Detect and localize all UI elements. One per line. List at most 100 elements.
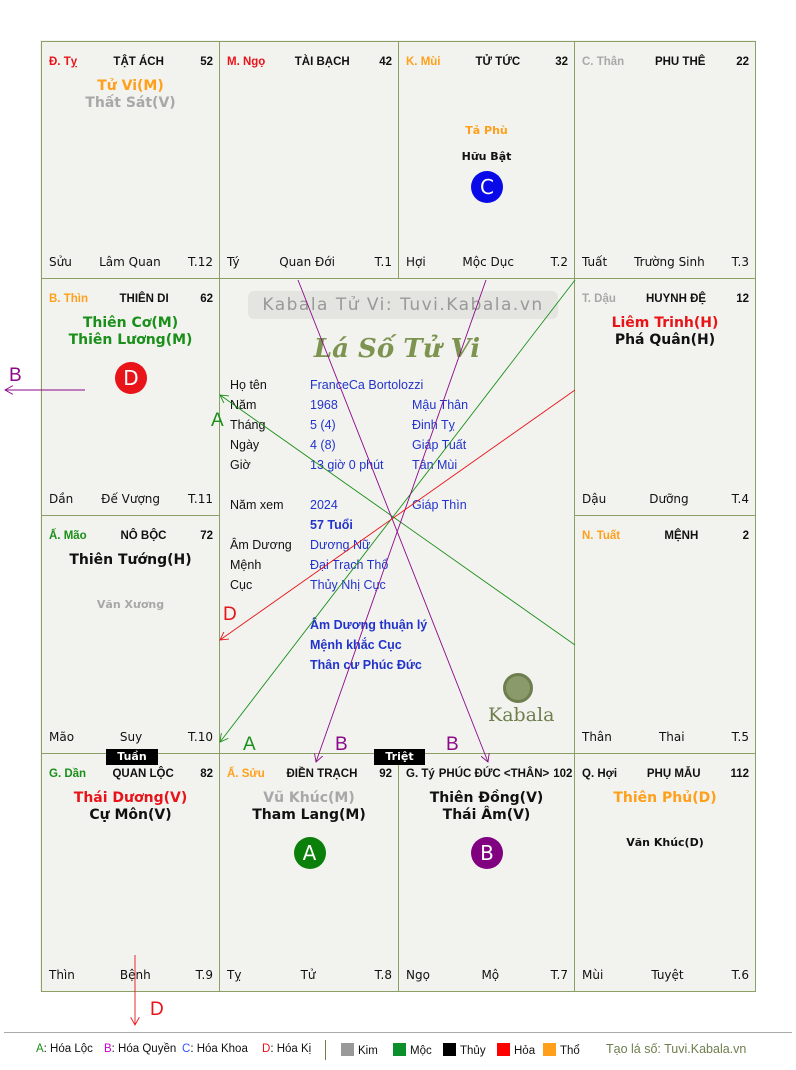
life-phase: Quan Đới (279, 255, 335, 269)
info-extra: Tân Mùi (412, 458, 458, 472)
mutagen-badge-b: B (471, 837, 503, 869)
heavenly-stem: M. Ngọ (227, 56, 266, 68)
palace-name: THIÊN DI (119, 293, 169, 305)
palace-name: PHỤ MẪU (646, 768, 701, 780)
element-swatch-icon (341, 1043, 354, 1056)
arrow-label-b: B (9, 365, 22, 386)
tree-icon (503, 673, 533, 703)
arrow-line-a1 (220, 279, 576, 742)
main-star: Thiên Phủ(D) (613, 790, 717, 806)
palace-age: 112 (730, 768, 749, 780)
legend-element: Hỏa (497, 1043, 535, 1057)
chart-note: Thân cư Phúc Đức (310, 658, 422, 672)
legend-key: C (182, 1043, 191, 1055)
info-label: Cục (230, 578, 253, 592)
palace-name: QUAN LỘC (112, 768, 174, 780)
main-star: Thất Sát(V) (85, 95, 176, 111)
arrow-label-d: D (223, 604, 237, 625)
month-number: T.3 (731, 255, 749, 269)
info-value: Dương Nữ (310, 538, 371, 552)
mutagen-badge-a: A (293, 837, 326, 869)
arrow-line-d1 (220, 389, 576, 640)
month-number: T.10 (188, 730, 213, 744)
month-number: T.11 (188, 492, 213, 506)
earthly-branch: Dần (49, 492, 74, 506)
legend-element: Kim (341, 1043, 378, 1057)
main-star: Tham Lang(M) (252, 807, 366, 823)
heavenly-stem: Đ. Tỵ (49, 56, 78, 68)
legend-text: Thổ (560, 1045, 580, 1057)
earthly-branch: Hợi (406, 255, 426, 269)
heavenly-stem: Ấ. Sửu (227, 768, 265, 780)
earthly-branch: Mão (49, 730, 75, 744)
palace-age: 72 (200, 530, 213, 542)
palace-name: ĐIỀN TRẠCH (286, 768, 358, 780)
credit-link[interactable]: Tạo lá số: Tuvi.Kabala.vn (606, 1042, 747, 1056)
info-label: Giờ (230, 458, 251, 472)
palace-name: MỆNH (664, 530, 699, 542)
arrow-line-a2 (220, 395, 576, 646)
info-label: Mệnh (230, 558, 262, 572)
palace-age: 2 (742, 530, 749, 542)
info-value: 2024 (310, 498, 338, 512)
legend-text: Kim (358, 1045, 378, 1057)
palace-name: PHÚC ĐỨC <THÂN> (438, 768, 550, 780)
heavenly-stem: Q. Hợi (582, 768, 618, 780)
info-label: Tháng (230, 418, 266, 432)
heavenly-stem: G. Dần (49, 768, 87, 780)
age-value: 57 Tuổi (310, 518, 353, 532)
info-label: Âm Dương (230, 538, 292, 552)
legend-mutagen: D: Hóa Kị (262, 1043, 311, 1055)
main-star: Thiên Lương(M) (68, 332, 193, 348)
palace-age: 82 (200, 768, 213, 780)
legend-text: Thủy (460, 1045, 486, 1057)
palace-age: 62 (200, 293, 213, 305)
legend-separator (325, 1040, 326, 1060)
element-swatch-icon (497, 1043, 510, 1056)
legend-divider (4, 1032, 792, 1033)
logo-text: Kabala (488, 704, 555, 726)
earthly-branch: Tỵ (227, 968, 242, 982)
arrow-label-a: A (243, 734, 256, 755)
info-label: Năm xem (230, 498, 284, 512)
main-star: Liêm Trinh(H) (611, 315, 719, 331)
main-star: Thiên Tướng(H) (69, 552, 192, 568)
arrow-label-a: A (211, 410, 224, 431)
earthly-branch: Tý (227, 255, 240, 269)
chart-note: Âm Dương thuận lý (310, 618, 428, 632)
legend-text: : Hóa Khoa (190, 1043, 248, 1055)
month-number: T.7 (550, 968, 568, 982)
chart-title: Lá Số Tử Vi (313, 334, 481, 364)
legend-mutagen: B: Hóa Quyền (104, 1043, 176, 1055)
heavenly-stem: G. Tý (406, 768, 435, 780)
main-star: Thiên Đồng(V) (429, 790, 544, 806)
mutagen-badge-d: D (115, 362, 147, 394)
life-phase: Dưỡng (649, 492, 689, 506)
arrow-line-b2 (316, 279, 487, 762)
month-number: T.12 (188, 255, 213, 269)
